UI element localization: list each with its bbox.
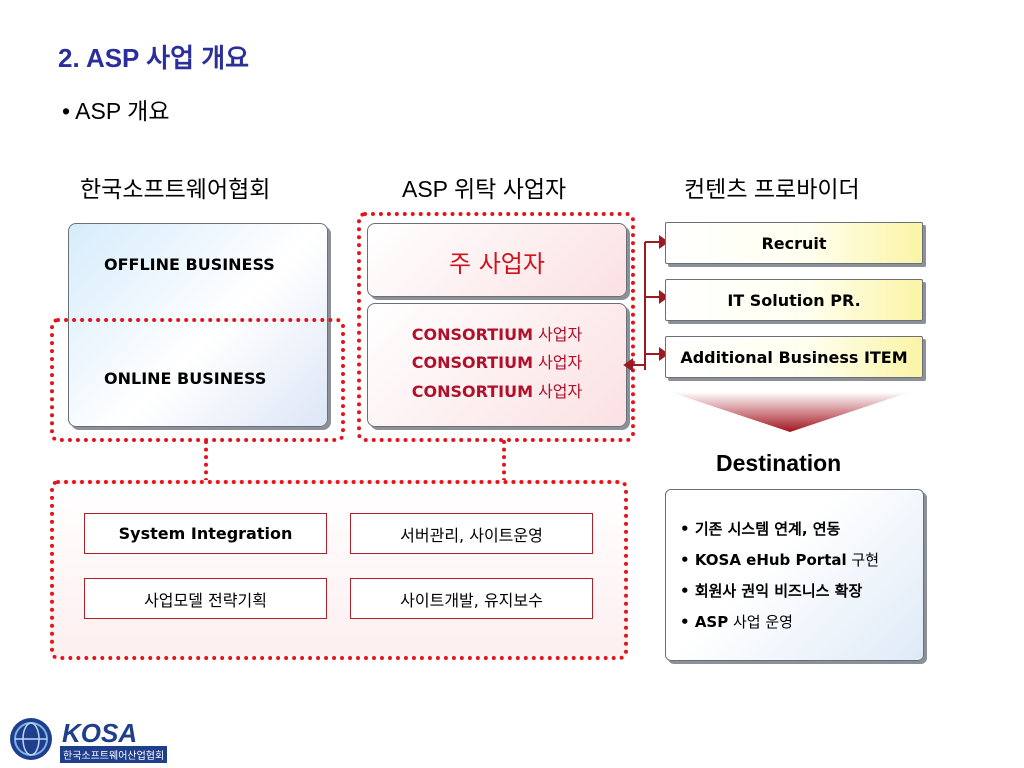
main-operator-label: 주 사업자 bbox=[449, 250, 545, 278]
service-system-integration: System Integration bbox=[84, 513, 327, 554]
column-header-operator: ASP 위탁 사업자 bbox=[402, 176, 567, 202]
destination-box: • 기존 시스템 연계, 연동 • KOSA eHub Portal 구현 • … bbox=[665, 489, 924, 661]
column-header-provider: 컨텐츠 프로바이더 bbox=[684, 176, 860, 202]
offline-business-label: OFFLINE BUSINESS bbox=[104, 255, 275, 274]
provider-box-it-solution: IT Solution PR. bbox=[665, 279, 923, 321]
service-server-management: 서버관리, 사이트운영 bbox=[350, 513, 593, 554]
arrow-left-icon bbox=[623, 358, 633, 372]
provider-box-recruit: Recruit bbox=[665, 222, 923, 264]
consortium-line-1: CONSORTIUM 사업자 bbox=[411, 325, 583, 344]
arrow-right-icon bbox=[659, 235, 669, 249]
page-title: 2. ASP 사업 개요 bbox=[58, 43, 250, 73]
destination-list: • 기존 시스템 연계, 연동 • KOSA eHub Portal 구현 • … bbox=[680, 518, 879, 642]
logo-name: KOSA bbox=[62, 718, 138, 748]
list-item: • 회원사 권익 비즈니스 확장 bbox=[680, 582, 863, 600]
globe-logo-icon bbox=[10, 718, 52, 760]
list-item: • ASP 사업 운영 bbox=[680, 613, 793, 631]
provider-box-additional: Additional Business ITEM bbox=[665, 336, 923, 378]
arrow-right-icon bbox=[659, 347, 669, 361]
online-business-label: ONLINE BUSINESS bbox=[104, 369, 267, 388]
consortium-line-2: CONSORTIUM 사업자 bbox=[411, 353, 583, 372]
consortium-box: CONSORTIUM 사업자 CONSORTIUM 사업자 CONSORTIUM… bbox=[367, 303, 627, 427]
column-header-association: 한국소프트웨어협회 bbox=[80, 176, 271, 202]
destination-title: Destination bbox=[716, 450, 842, 476]
provider-label: IT Solution PR. bbox=[727, 291, 861, 310]
main-operator-box: 주 사업자 bbox=[367, 223, 627, 297]
operator-connector bbox=[502, 440, 506, 482]
provider-label: Recruit bbox=[761, 234, 827, 253]
service-site-development: 사이트개발, 유지보수 bbox=[350, 578, 593, 619]
arrow-right-icon bbox=[659, 290, 669, 304]
list-item: • KOSA eHub Portal 구현 bbox=[680, 551, 880, 569]
consortium-line-3: CONSORTIUM 사업자 bbox=[411, 382, 583, 401]
list-item: • 기존 시스템 연계, 연동 bbox=[680, 520, 841, 538]
logo-subtitle: 한국소프트웨어산업협회 bbox=[60, 746, 168, 763]
service-business-model: 사업모델 전략기획 bbox=[84, 578, 327, 619]
online-business-highlight bbox=[50, 318, 345, 442]
association-connector bbox=[204, 440, 208, 482]
operator-highlight bbox=[357, 212, 635, 442]
provider-label: Additional Business ITEM bbox=[680, 348, 908, 367]
services-region bbox=[50, 480, 628, 660]
provider-connector bbox=[623, 235, 669, 372]
section-bullet: • ASP 개요 bbox=[62, 98, 170, 124]
funnel-arrow-icon bbox=[670, 392, 910, 432]
association-box: OFFLINE BUSINESS ONLINE BUSINESS bbox=[68, 223, 328, 427]
